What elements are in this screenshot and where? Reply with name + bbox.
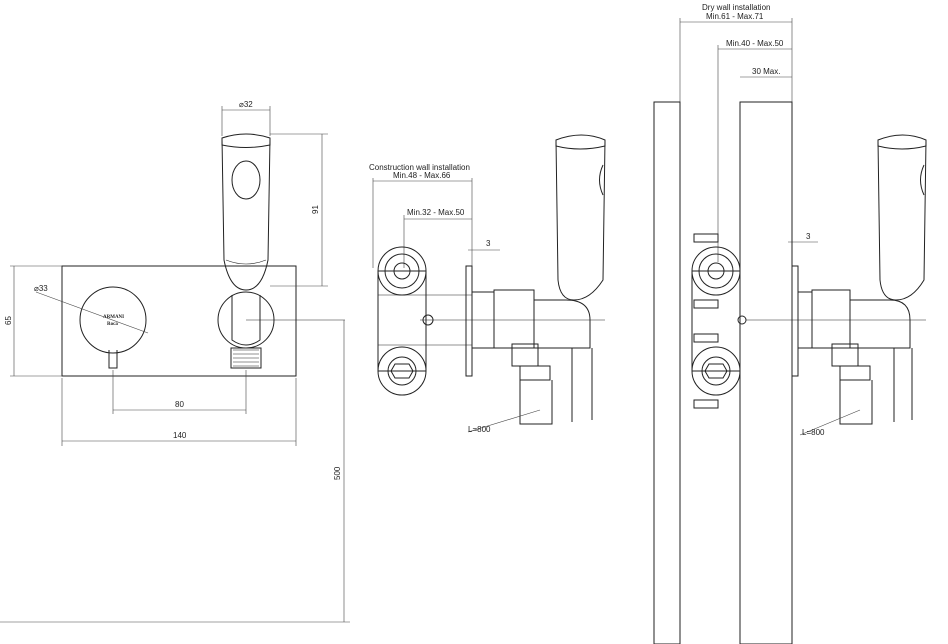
dry-range-outer: Min.61 - Max.71 [706, 12, 764, 21]
brand-line2: Roca [107, 322, 118, 327]
dim-dia-handle: ⌀32 [239, 100, 253, 109]
wall-plate [61, 265, 297, 377]
dim-spacing: 80 [175, 400, 184, 409]
brand-line1: ARMANI [103, 315, 124, 320]
hose-connector [230, 347, 262, 369]
dim-handle-height: 91 [311, 205, 320, 214]
construction-gap: 3 [486, 239, 491, 248]
dry-hose-label: L=800 [802, 428, 825, 437]
construction-range-outer: Min.48 - Max.66 [393, 171, 451, 180]
dry-gap: 3 [806, 232, 811, 241]
front-view: ARMANI Roca ⌀32 91 65 ⌀33 [0, 100, 350, 623]
dim-hose-length: 500 [333, 466, 342, 480]
dry-view: Dry wall installation Min.61 - Max.71 Mi… [653, 3, 927, 644]
holder-bracket [231, 295, 261, 346]
construction-view: Construction wall installation Min.48 - … [369, 134, 606, 434]
construction-title: Construction wall installation [369, 163, 470, 172]
dim-dia-knob: ⌀33 [34, 284, 48, 293]
dry-max-label: 30 Max. [752, 67, 780, 76]
dry-range-inner: Min.40 - Max.50 [726, 39, 784, 48]
dim-plate-height: 65 [4, 316, 13, 325]
dim-plate-width: 140 [173, 431, 187, 440]
knob-lever [108, 350, 118, 369]
dry-title: Dry wall installation [702, 3, 770, 12]
construction-hose-label: L=800 [468, 425, 491, 434]
mixer-knob [79, 286, 147, 354]
hand-shower-head [221, 138, 271, 148]
construction-range-inner: Min.32 - Max.50 [407, 208, 465, 217]
hand-shower-body [221, 133, 271, 291]
hand-shower-button [231, 160, 261, 200]
hand-shower-ring [225, 259, 267, 265]
